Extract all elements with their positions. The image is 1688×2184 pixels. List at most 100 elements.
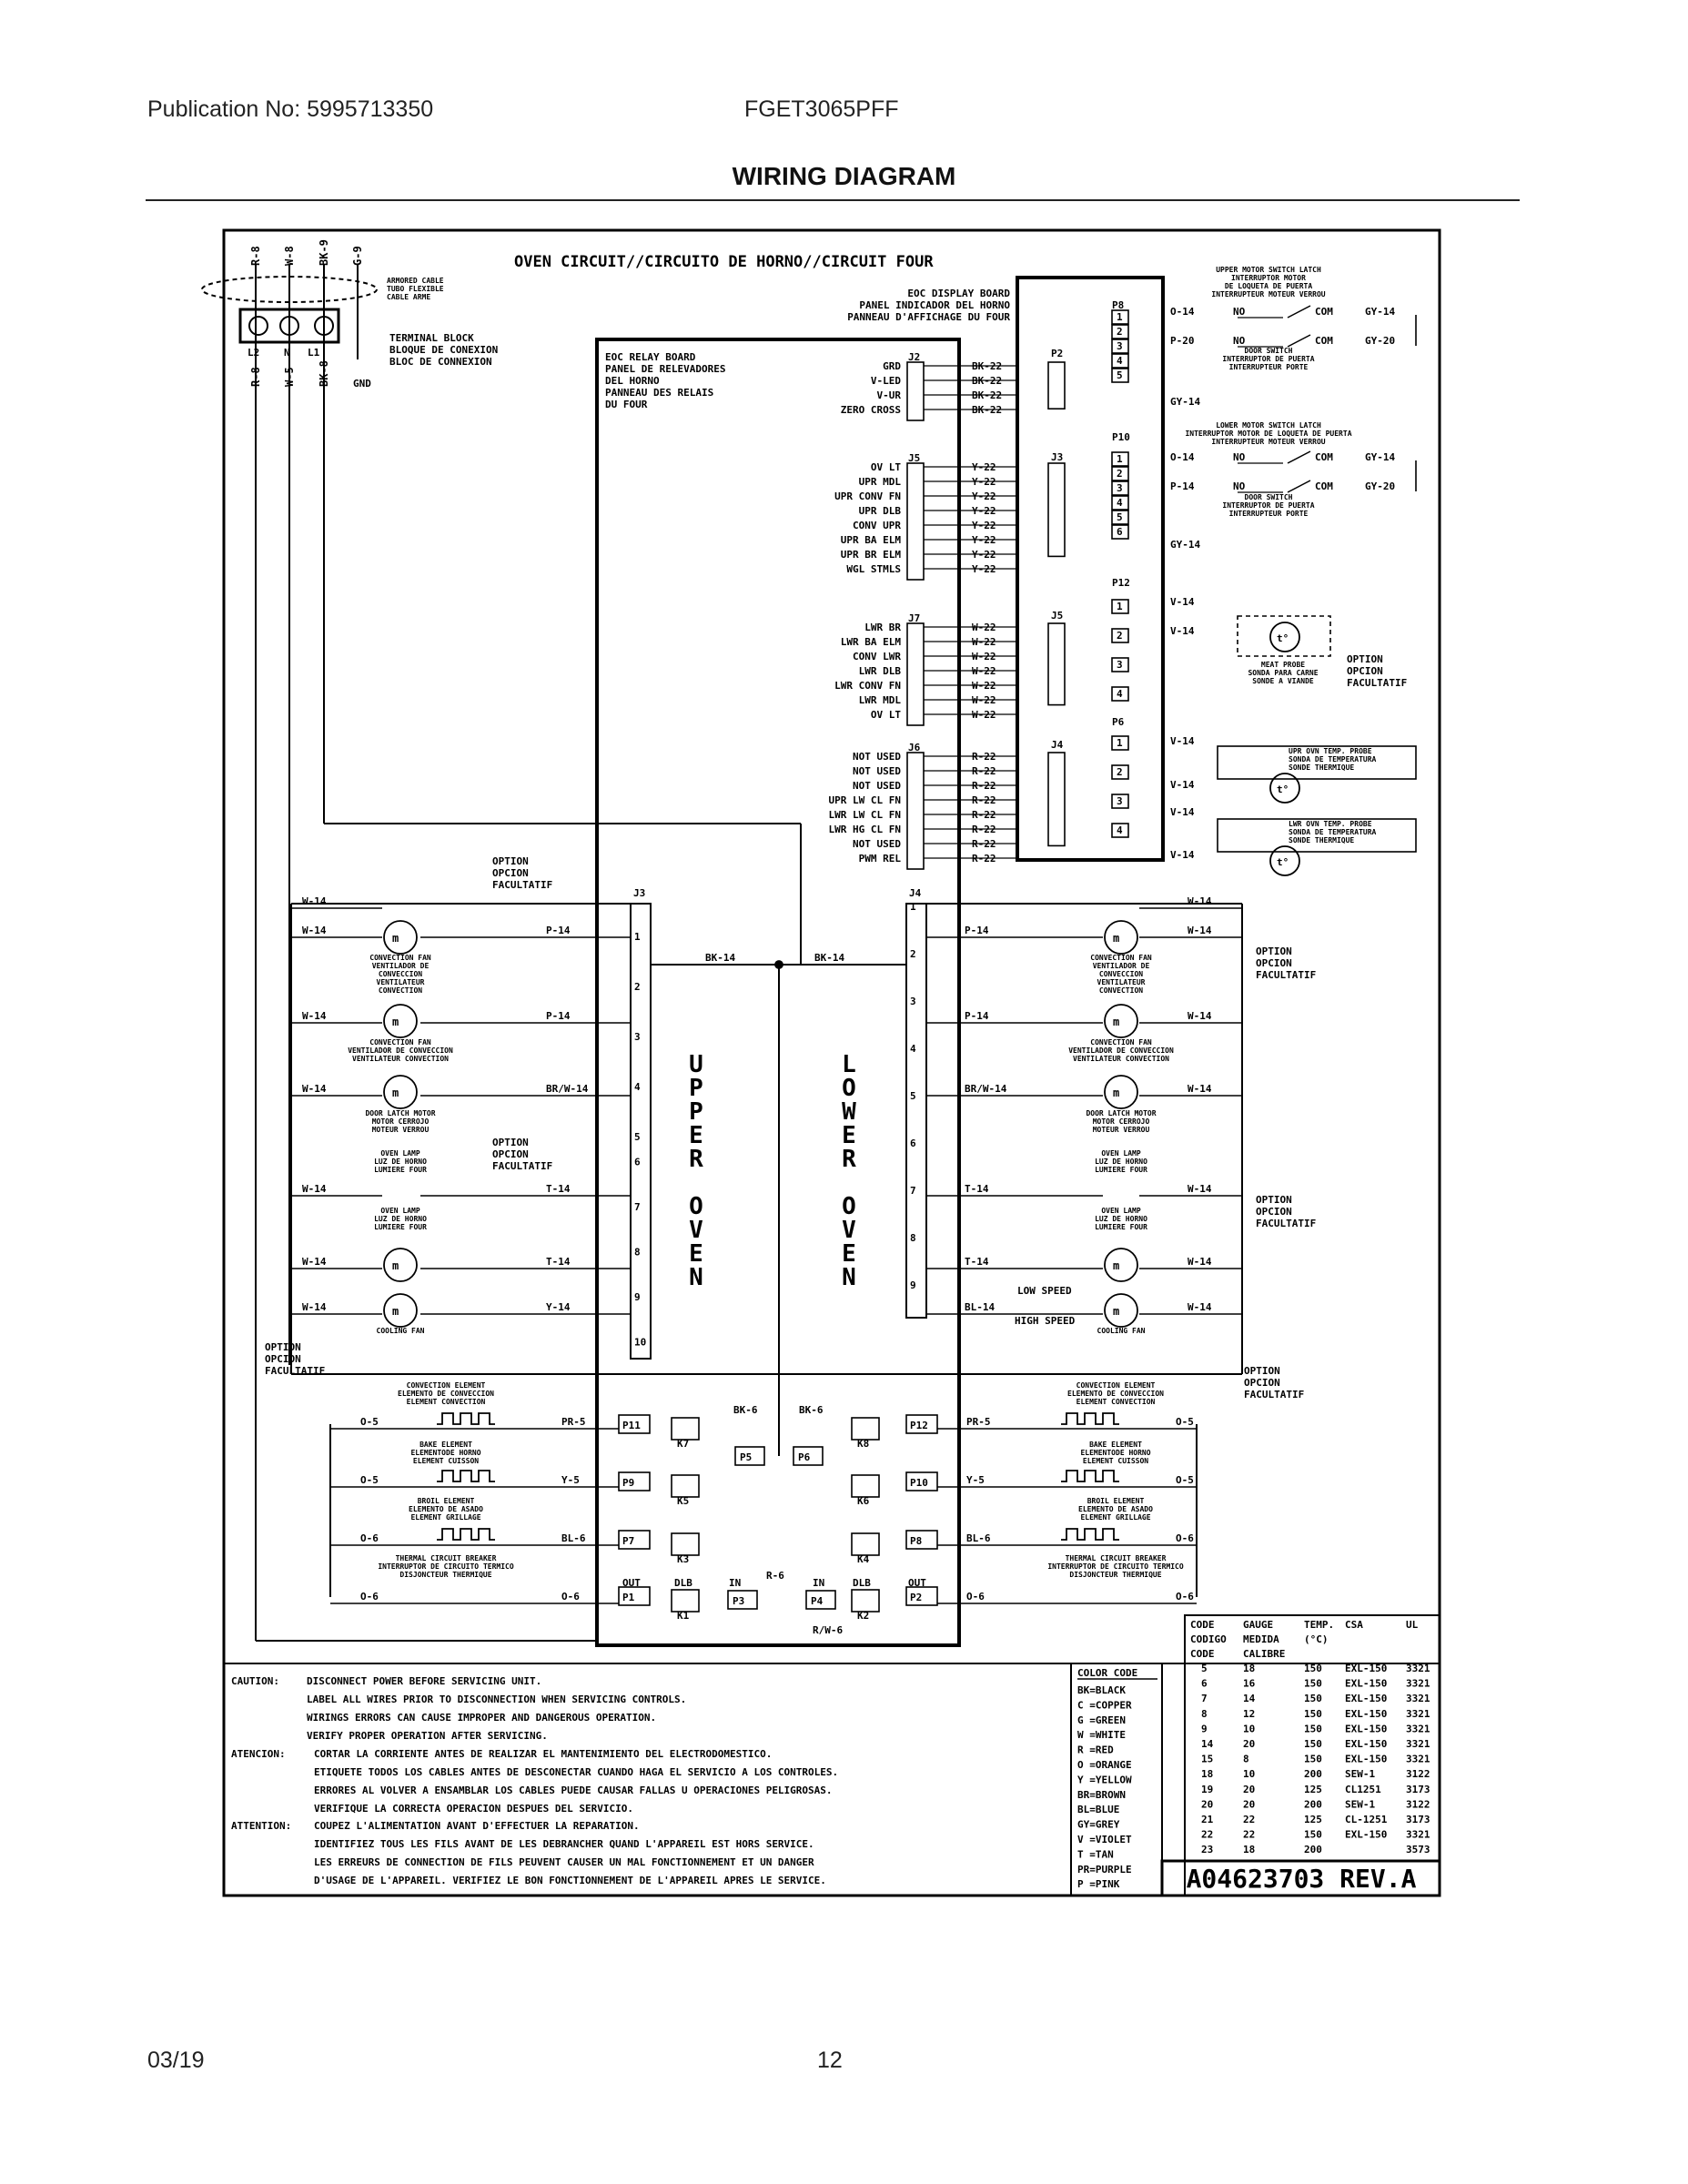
wire-label: T-14 [965, 1256, 989, 1268]
relay-terminal-label: P5 [740, 1451, 752, 1463]
j4-header: J4 [909, 887, 922, 899]
wire-label: W-14 [1188, 925, 1212, 936]
signal-label: V-UR [877, 389, 902, 401]
bake-element-label: ELEMENT CUISSON [1083, 1457, 1148, 1465]
relay-terminal-label: P10 [910, 1477, 928, 1489]
display-connector [1047, 361, 1066, 410]
relay-terminal-label: P12 [910, 1420, 928, 1431]
p-pin [1111, 686, 1129, 702]
wire-label: V-14 [1170, 849, 1195, 861]
switch-com: COM [1315, 451, 1333, 463]
p-pin-label: 3 [1117, 340, 1123, 352]
gauge-cell: 22 [1243, 1814, 1255, 1825]
signal-label: LWR BA ELM [841, 636, 902, 648]
lower-latch-label: LOWER MOTOR SWITCH LATCH [1216, 421, 1321, 430]
door-latch-label: DOOR LATCH MOTOR [1086, 1109, 1156, 1117]
signal-label: CONV LWR [853, 651, 901, 662]
motor-symbol: m [392, 932, 399, 945]
gauge-cell: CL-1251 [1345, 1814, 1388, 1825]
gauge-cell: 15 [1201, 1754, 1213, 1765]
footer-date: 03/19 [147, 2048, 205, 2073]
gauge-cell: 8 [1201, 1708, 1208, 1720]
bake-element-label: ELEMENTODE HORNO [1080, 1449, 1150, 1457]
p-pin-label: 3 [1117, 795, 1123, 807]
j3-pin: 5 [634, 1131, 641, 1143]
atencion-line: VERIFIQUE LA CORRECTA OPERACION DESPUES … [314, 1803, 633, 1815]
attention-line: IDENTIFIEZ TOUS LES FILS AVANT DE LES DE… [314, 1838, 814, 1850]
gauge-cell: 3122 [1406, 1768, 1430, 1780]
relay-terminal [618, 1586, 651, 1606]
conv-fan-label: VENTILADOR DE CONVECCION [348, 1046, 453, 1055]
motor-symbol: m [1113, 1259, 1119, 1272]
heating-element-symbol [437, 1470, 495, 1482]
motor-symbol: m [1113, 932, 1119, 945]
p-connector-header: P8 [1112, 299, 1124, 311]
signal-label: UPR MDL [859, 476, 902, 488]
switch-no: NO [1233, 335, 1246, 347]
gauge-cell: 3122 [1406, 1798, 1430, 1810]
j3-pin: 10 [634, 1337, 646, 1349]
gauge-cell: 150 [1304, 1678, 1322, 1690]
conv-element-label: ELEMENTO DE CONVECCION [1067, 1390, 1164, 1398]
signal-label: V-LED [871, 375, 901, 387]
drawing-ref-box [1160, 1859, 1441, 1897]
wire-label: W-14 [302, 1010, 327, 1022]
relay-in-label: IN [729, 1577, 741, 1589]
p-pin [1111, 451, 1129, 467]
signal-label: PWM REL [859, 853, 902, 864]
signal-label: NOT USED [853, 780, 901, 792]
gauge-cell: 150 [1304, 1693, 1322, 1704]
color-code-item: C =COPPER [1077, 1699, 1132, 1711]
broil-element-label: ELEMENT GRILLAGE [410, 1513, 480, 1522]
display-header: P2 [1051, 348, 1063, 359]
gauge-cell: SEW-1 [1345, 1768, 1375, 1780]
relay-k-label: K4 [857, 1553, 870, 1565]
conv-fan-label: VENTILATEUR [377, 978, 425, 986]
relay-contact [671, 1589, 700, 1613]
motor-symbol: m [392, 1087, 399, 1099]
meat-probe-label: SONDA PARA CARNE [1248, 669, 1318, 677]
probe-t: t° [1277, 856, 1289, 868]
gauge-cell: 23 [1201, 1844, 1213, 1855]
option-label: FACULTATIF [1347, 677, 1407, 689]
breaker-label: DISJONCTEUR THERMIQUE [1069, 1571, 1161, 1579]
relay-terminal-label: P9 [622, 1477, 634, 1489]
gauge-cell: EXL-150 [1345, 1738, 1387, 1750]
j3-connector [630, 903, 652, 1360]
signal-label: NOT USED [853, 751, 901, 763]
lower-latch-label: INTERRUPTEUR MOTEUR VERROU [1211, 438, 1325, 446]
gauge-header: CODE [1190, 1619, 1215, 1631]
wire-label: W-14 [1188, 1256, 1212, 1268]
conv-fan-label: CONVECTION [379, 986, 422, 995]
wire-label: W-14 [302, 1301, 327, 1313]
p-pin [1111, 764, 1129, 780]
gauge-cell: 3573 [1406, 1844, 1430, 1855]
wire-label: BK-14 [705, 952, 735, 964]
relay-terminal-label: P11 [622, 1420, 641, 1431]
display-connector [1047, 752, 1066, 847]
lower-oven-letter: E [842, 1122, 858, 1149]
signal-label: OV LT [871, 461, 901, 473]
wire-label: BL-6 [561, 1532, 586, 1544]
wire-label: P-20 [1170, 335, 1195, 347]
switch-blade [1287, 305, 1311, 318]
relay-dlb-label: DLB [674, 1577, 692, 1589]
wire-label: W-14 [1188, 1301, 1212, 1313]
p-pin-label: 1 [1117, 311, 1123, 323]
relay-k-label: K1 [677, 1610, 690, 1622]
gauge-cell: EXL-150 [1345, 1708, 1387, 1720]
bake-element-label: ELEMENTODE HORNO [410, 1449, 480, 1457]
wire-label: O-5 [360, 1416, 379, 1428]
wire-label: BL-6 [966, 1532, 991, 1544]
color-code-item: V =VIOLET [1077, 1834, 1132, 1845]
gauge-cell: EXL-150 [1345, 1829, 1387, 1841]
option-label: OPTION [1256, 1194, 1292, 1206]
gauge-cell: 7 [1201, 1693, 1208, 1704]
j3-pin: 2 [634, 981, 641, 993]
gauge-cell: 3321 [1406, 1708, 1430, 1720]
p-pin-label: 3 [1117, 659, 1123, 671]
terminal-label: N [284, 347, 290, 359]
conv-fan-label: VENTILATEUR [1097, 978, 1146, 986]
oven-lamp-upper [383, 1248, 418, 1282]
cooling-fan-upper [383, 1293, 418, 1328]
